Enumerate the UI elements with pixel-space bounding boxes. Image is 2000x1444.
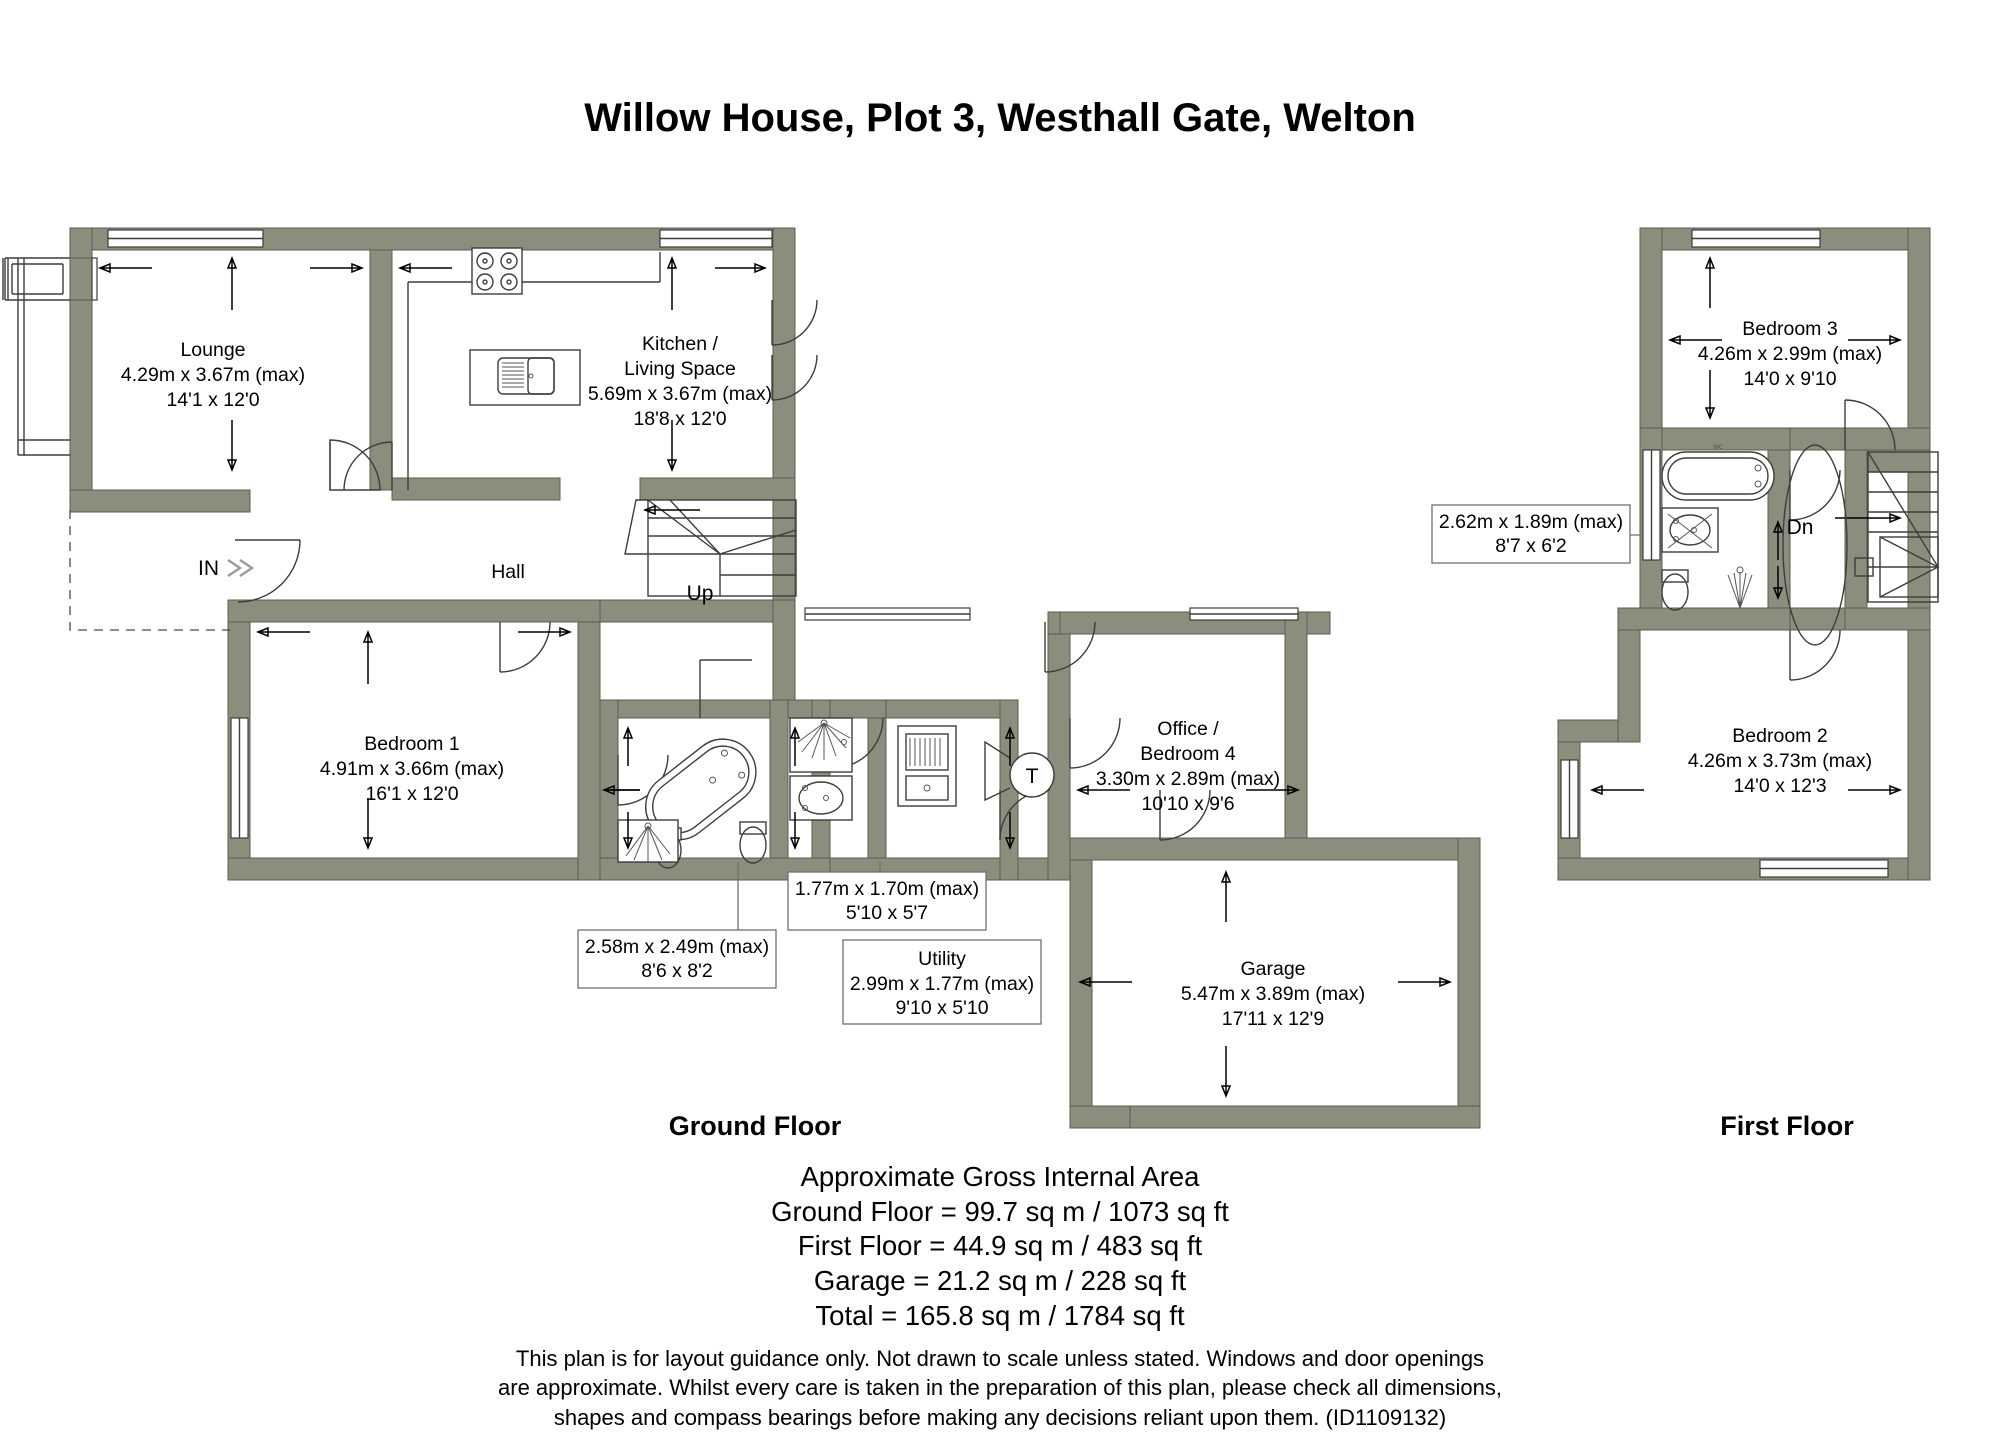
first-bathroom-imperial: 8'7 x 6'2 bbox=[1495, 535, 1566, 557]
entrance-label: IN bbox=[198, 557, 219, 580]
stairs-down-label: Dn bbox=[1787, 516, 1814, 539]
first-floor-fixtures: wc bbox=[1661, 442, 1940, 611]
area-first-floor: First Floor = 44.9 sq m / 483 sq ft bbox=[797, 1230, 1203, 1262]
lounge-metric: 4.29m x 3.67m (max) bbox=[121, 364, 305, 386]
bathroom-callout-imperial: 8'6 x 8'2 bbox=[641, 960, 712, 982]
hall-label: Hall bbox=[491, 561, 525, 583]
utility-callout-metric: 2.99m x 1.77m (max) bbox=[850, 973, 1034, 995]
first-floor-plan: wc bbox=[1431, 227, 1940, 1141]
utility-callout-imperial: 9'10 x 5'10 bbox=[895, 997, 988, 1019]
ground-floor-plan: T bbox=[2, 227, 1481, 1141]
bath-tap-label: wc bbox=[1712, 442, 1723, 451]
bedroom-2-metric: 4.26m x 3.73m (max) bbox=[1688, 750, 1872, 772]
bedroom-1-metric: 4.91m x 3.66m (max) bbox=[320, 758, 504, 780]
lounge-imperial: 14'1 x 12'0 bbox=[166, 389, 259, 411]
stairs-up-label: Up bbox=[687, 582, 714, 605]
staircase-up bbox=[624, 499, 797, 597]
ground-floor-doors bbox=[235, 299, 1211, 841]
shower-icon-2 bbox=[617, 819, 679, 863]
bathroom-callout-metric: 2.58m x 2.49m (max) bbox=[585, 936, 769, 958]
first-floor-dimension-arrows bbox=[1589, 255, 1903, 796]
ground-floor-dimension-arrows bbox=[97, 255, 1453, 1099]
bathroom-fixtures: T bbox=[617, 717, 1055, 869]
bathtub-icon-first: wc bbox=[1661, 442, 1775, 501]
bedroom-2-label: Bedroom 2 bbox=[1732, 725, 1827, 747]
area-summary-heading: Approximate Gross Internal Area bbox=[800, 1161, 1200, 1192]
bathroom-callout-box bbox=[577, 929, 777, 989]
disclaimer: This plan is for layout guidance only. N… bbox=[0, 1344, 2000, 1432]
kitchen-metric: 5.69m x 3.67m (max) bbox=[588, 383, 772, 405]
bedroom-3-imperial: 14'0 x 9'10 bbox=[1743, 368, 1836, 390]
bedroom-3-label: Bedroom 3 bbox=[1742, 318, 1837, 340]
first-floor-callouts: 2.62m x 1.89m (max) 8'7 x 6'2 bbox=[1431, 504, 1640, 564]
wc-icon-2 bbox=[739, 821, 767, 864]
sink-icon bbox=[497, 357, 555, 395]
first-floor-room-labels: Bedroom 3 4.26m x 2.99m (max) 14'0 x 9'1… bbox=[1688, 318, 1882, 797]
area-summary: Approximate Gross Internal Area Ground F… bbox=[0, 1160, 2000, 1333]
basin-icon bbox=[789, 775, 853, 821]
shower-icon-first bbox=[1727, 566, 1753, 609]
first-floor-windows bbox=[1560, 229, 1889, 878]
bathroom-callout-box-first bbox=[1431, 504, 1631, 564]
disclaimer-line-1: This plan is for layout guidance only. N… bbox=[515, 1346, 1485, 1371]
disclaimer-line-3: shapes and compass bearings before makin… bbox=[553, 1404, 1447, 1430]
utility-callout-box bbox=[842, 939, 1042, 1025]
kitchen-label-1: Kitchen / bbox=[642, 333, 718, 355]
kitchen-fixtures bbox=[407, 247, 661, 490]
tank-marker-label: T bbox=[1026, 765, 1039, 788]
kitchen-imperial: 18'8 x 12'0 bbox=[633, 408, 726, 430]
office-label-2: Bedroom 4 bbox=[1140, 743, 1236, 765]
entrance-marker: IN bbox=[198, 557, 255, 580]
first-bathroom-metric: 2.62m x 1.89m (max) bbox=[1439, 511, 1623, 533]
utility-appliance-icon bbox=[897, 725, 957, 807]
area-total: Total = 165.8 sq m / 1784 sq ft bbox=[815, 1299, 1185, 1331]
shower-room-callout-box bbox=[787, 871, 987, 931]
garage-imperial: 17'11 x 12'9 bbox=[1222, 1008, 1325, 1030]
ground-floor-windows bbox=[2, 229, 1299, 839]
disclaimer-line-2: are approximate. Whilst every care is ta… bbox=[498, 1375, 1502, 1401]
lounge-label: Lounge bbox=[180, 339, 245, 361]
first-floor-doors bbox=[1782, 399, 1896, 681]
tank-marker-icon: T bbox=[1009, 752, 1055, 798]
shower-room-callout-metric: 1.77m x 1.70m (max) bbox=[795, 878, 979, 900]
bedroom-3-metric: 4.26m x 2.99m (max) bbox=[1698, 343, 1882, 365]
bedroom-1-label: Bedroom 1 bbox=[364, 733, 459, 755]
shower-room-callout-imperial: 5'10 x 5'7 bbox=[846, 902, 928, 924]
area-ground-floor: Ground Floor = 99.7 sq m / 1073 sq ft bbox=[771, 1195, 1229, 1227]
garage-label: Garage bbox=[1240, 958, 1305, 980]
basin-icon-first bbox=[1661, 507, 1719, 553]
first-floor-caption: First Floor bbox=[1720, 1111, 1854, 1141]
utility-callout-label: Utility bbox=[918, 948, 966, 970]
page-title: Willow House, Plot 3, Westhall Gate, Wel… bbox=[584, 96, 1416, 140]
office-imperial: 10'10 x 9'6 bbox=[1141, 793, 1234, 815]
bedroom-1-imperial: 16'1 x 12'0 bbox=[365, 783, 458, 805]
garage-metric: 5.47m x 3.89m (max) bbox=[1181, 983, 1365, 1005]
kitchen-label-2: Living Space bbox=[624, 358, 736, 380]
ground-floor-caption: Ground Floor bbox=[669, 1111, 842, 1141]
office-label-1: Office / bbox=[1157, 718, 1219, 740]
area-garage: Garage = 21.2 sq m / 228 sq ft bbox=[813, 1264, 1187, 1296]
hob-icon bbox=[476, 252, 518, 291]
ground-floor-callouts: 2.58m x 2.49m (max) 8'6 x 8'2 1.77m x 1.… bbox=[577, 862, 1042, 1025]
bedroom-2-imperial: 14'0 x 12'3 bbox=[1733, 775, 1826, 797]
wc-icon-first bbox=[1661, 569, 1689, 611]
shower-icon bbox=[789, 717, 853, 773]
office-metric: 3.30m x 2.89m (max) bbox=[1096, 768, 1280, 790]
ground-floor-room-labels: Lounge 4.29m x 3.67m (max) 14'1 x 12'0 K… bbox=[121, 333, 1365, 1030]
